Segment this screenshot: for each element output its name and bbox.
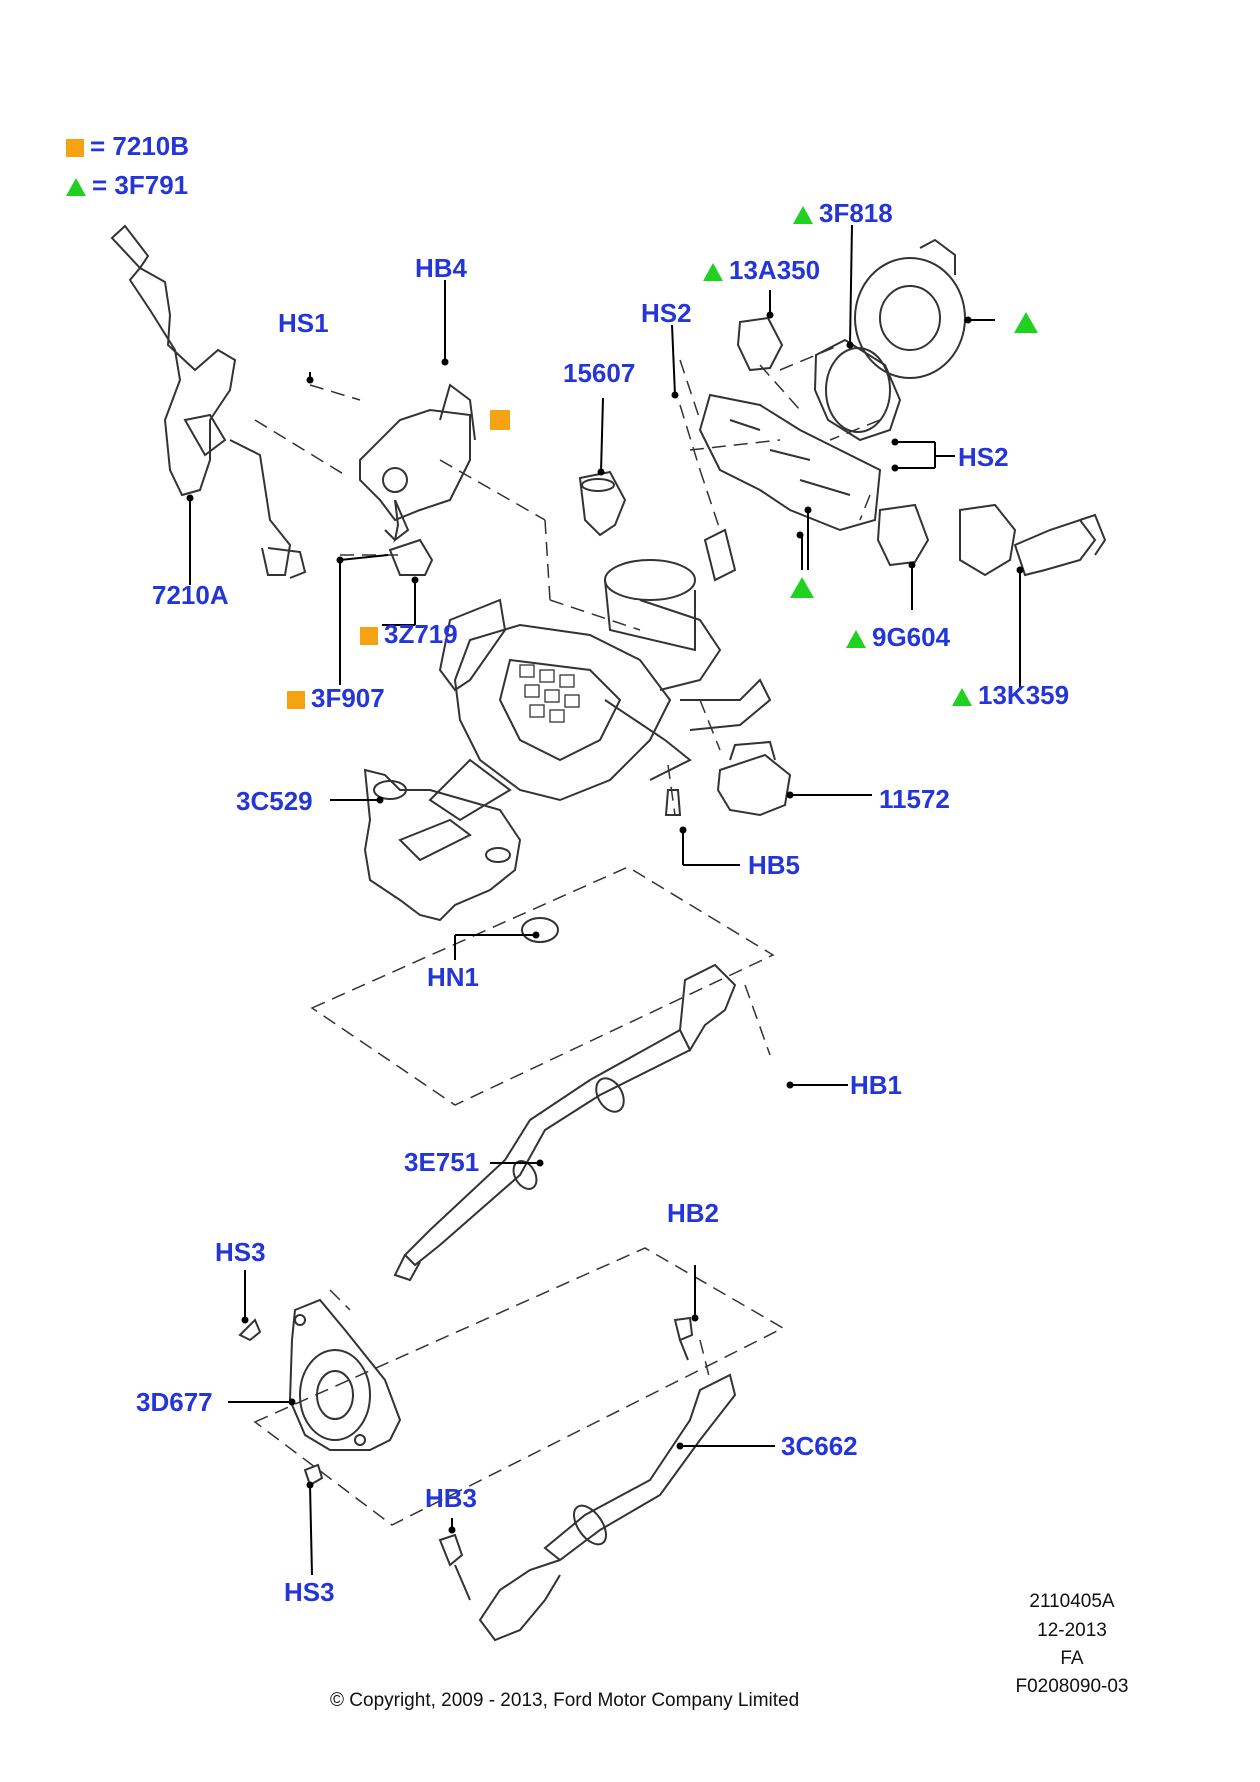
- triangle-marker-3F791: [790, 577, 814, 598]
- legend-code: 7210B: [112, 131, 190, 161]
- callout-HB4: HB4: [415, 253, 468, 283]
- triangle-marker-3F791: [1014, 312, 1038, 333]
- callout-11572: 11572: [879, 784, 950, 814]
- legend-item-triangle: = 3F791: [66, 170, 188, 200]
- callout-text: 3F818: [819, 198, 893, 228]
- copyright-notice: © Copyright, 2009 - 2013, Ford Motor Com…: [330, 1690, 800, 1711]
- callout-3D677: 3D677: [136, 1387, 213, 1417]
- legend-item-square: = 7210B: [66, 131, 189, 161]
- legend-equals: =: [90, 131, 106, 161]
- square-marker-icon: [287, 691, 305, 710]
- callout-text: 3F907: [311, 683, 385, 713]
- triangle-marker-icon: [703, 263, 723, 282]
- callout-3F818: 3F818: [793, 198, 893, 228]
- callout-13K359: 13K359: [952, 680, 1069, 710]
- drawing-id: 2110405A: [1029, 1591, 1115, 1612]
- callout-HS2: HS2: [958, 442, 1009, 472]
- callout-15607: 15607: [563, 358, 636, 388]
- callout-HB1: HB1: [850, 1070, 903, 1100]
- triangle-marker-icon: [952, 688, 972, 707]
- callout-HB2: HB2: [667, 1198, 720, 1228]
- callout-text: 13A350: [729, 255, 821, 285]
- square-legend-icon: [66, 139, 84, 158]
- callout-HB5: HB5: [748, 850, 801, 880]
- triangle-marker-icon: [793, 206, 813, 225]
- callout-HS1: HS1: [278, 308, 329, 338]
- callout-HS2: HS2: [641, 298, 692, 328]
- square-marker-7210B: [490, 410, 510, 430]
- callout-3C529: 3C529: [236, 786, 313, 816]
- callout-HS3: HS3: [284, 1577, 335, 1607]
- callout-HS3: HS3: [215, 1237, 266, 1267]
- callout-13A350: 13A350: [703, 255, 820, 285]
- triangle-legend-icon: [66, 178, 86, 197]
- legend-code: 3F791: [114, 170, 189, 200]
- drawing-date: 12-2013: [1037, 1620, 1107, 1641]
- legend-equals: =: [92, 170, 108, 200]
- callout-3C662: 3C662: [781, 1431, 858, 1461]
- drawing-code: FA: [1060, 1648, 1084, 1669]
- square-marker-icon: [360, 627, 378, 646]
- callout-7210A: 7210A: [152, 580, 229, 610]
- callout-3E751: 3E751: [404, 1147, 480, 1177]
- callout-3Z719: 3Z719: [360, 619, 458, 649]
- callout-HB3: HB3: [425, 1483, 478, 1513]
- callout-text: 13K359: [978, 680, 1070, 710]
- callout-HN1: HN1: [427, 962, 480, 992]
- callout-text: 9G604: [872, 622, 951, 652]
- callout-9G604: 9G604: [846, 622, 950, 652]
- triangle-marker-icon: [846, 630, 866, 649]
- callout-text: 3Z719: [384, 619, 458, 649]
- drawing-ref: F0208090-03: [1015, 1676, 1129, 1697]
- callout-3F907: 3F907: [287, 683, 385, 713]
